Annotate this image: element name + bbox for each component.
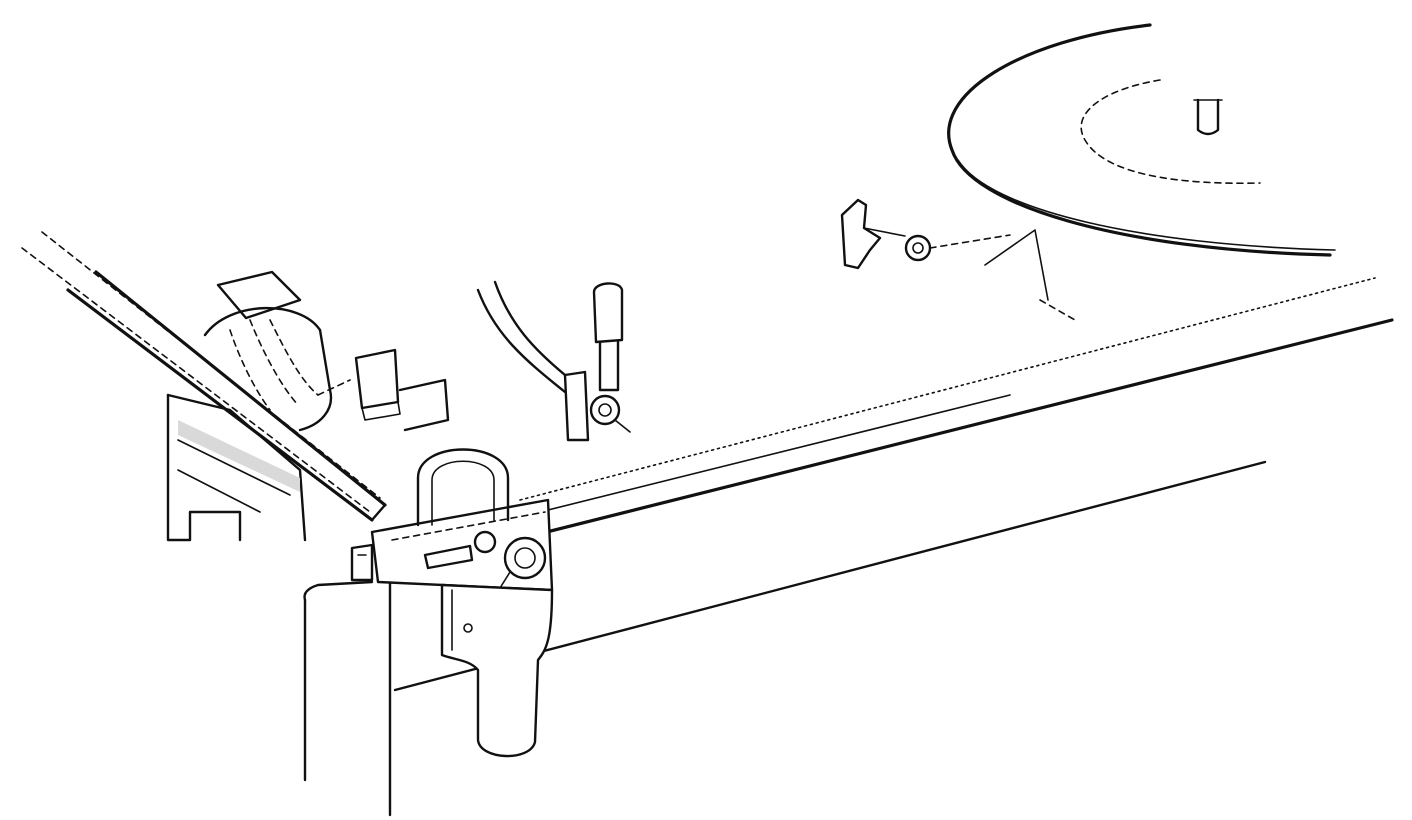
knob bbox=[499, 536, 547, 589]
platter bbox=[947, 23, 1336, 257]
tonearm-rest bbox=[840, 198, 1076, 321]
tonearm-tube bbox=[21, 231, 387, 522]
pendant-plate bbox=[440, 583, 554, 758]
spring-clip bbox=[416, 448, 510, 527]
cueing-lever bbox=[476, 280, 631, 442]
cartridge bbox=[166, 270, 450, 542]
